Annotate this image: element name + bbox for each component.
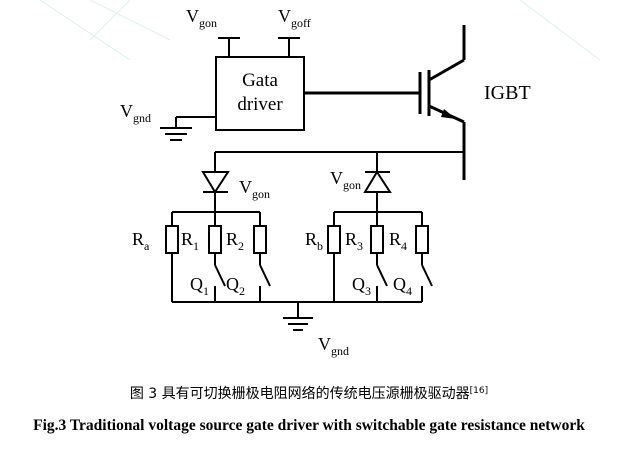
caption-chinese: 图 3 具有可切换栅极电阻网络的传统电压源栅极驱动器[16] — [0, 383, 618, 403]
caption-chinese-text: 图 3 具有可切换栅极电阻网络的传统电压源栅极驱动器 — [129, 386, 470, 402]
label-vgnd-bottom: Vgnd — [318, 334, 349, 358]
label-r1: R1 — [181, 229, 199, 253]
resistor-rb — [327, 225, 341, 254]
igbt-collector-diag — [428, 58, 465, 82]
driver-label-line1: Gata — [242, 70, 278, 91]
caption-english: Fig.3 Traditional voltage source gate dr… — [33, 417, 585, 434]
resistor-ra — [165, 225, 179, 254]
switch-q3 — [376, 264, 388, 287]
label-vgnd-left: Vgnd — [120, 101, 151, 125]
label-r2: R2 — [226, 229, 244, 253]
left-diode-triangle — [201, 171, 230, 194]
switch-q2 — [259, 264, 271, 287]
label-q3: Q3 — [352, 274, 371, 298]
switch-q4 — [421, 264, 433, 287]
driver-label-line2: driver — [237, 94, 283, 115]
watermark-lines — [39, 0, 601, 61]
label-ra: Ra — [132, 229, 150, 253]
label-r3: R3 — [345, 229, 363, 253]
label-vgon-right-diode: Vgon — [330, 168, 361, 192]
label-q2: Q2 — [226, 274, 245, 298]
label-vgoff-top: Vgoff — [278, 6, 311, 30]
right-diode-triangle — [363, 170, 392, 193]
resistor-r4 — [415, 225, 429, 254]
label-q4: Q4 — [393, 274, 412, 298]
switch-q1 — [214, 264, 226, 287]
igbt-emitter-arrow — [441, 109, 456, 119]
resistor-r2 — [253, 225, 267, 254]
label-vgon-left-diode: Vgon — [239, 177, 270, 201]
resistor-r3 — [370, 225, 384, 254]
label-igbt: IGBT — [484, 82, 531, 104]
label-q1: Q1 — [190, 274, 209, 298]
label-rb: Rb — [305, 229, 323, 253]
caption-reference: [16] — [469, 386, 489, 396]
label-r4: R4 — [389, 229, 407, 253]
label-vgon-top: Vgon — [186, 6, 217, 30]
resistor-r1 — [208, 225, 222, 254]
